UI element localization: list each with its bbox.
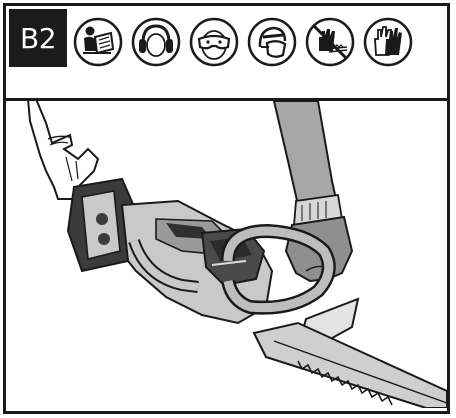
hedge-trimmer [68,179,447,408]
step-label: B2 [9,9,67,67]
eye-protection-icon [189,17,239,67]
ear-protection-icon [131,17,181,67]
gloves-icon [363,17,413,67]
no-gloves-near-blade-icon [305,17,355,67]
illustration-scene [6,101,447,408]
dust-mask-icon [247,17,297,67]
icon-header: B2 [3,3,450,101]
right-gloved-hand [274,101,352,281]
read-manual-icon [73,17,123,67]
